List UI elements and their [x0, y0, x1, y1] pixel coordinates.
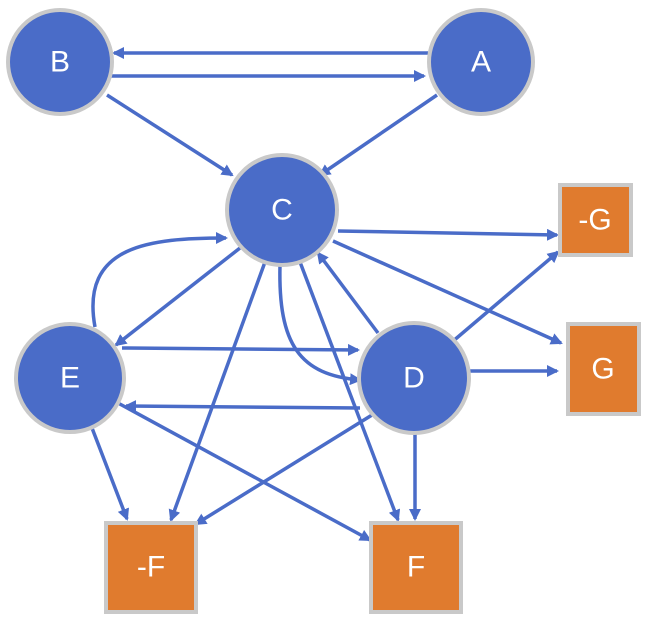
node-F: F: [369, 521, 463, 614]
node-E-label: E: [60, 362, 80, 395]
edge-C-to-F: [298, 261, 401, 522]
node-D-label: D: [403, 362, 425, 395]
edges: [90, 47, 563, 542]
node-A-label: A: [471, 46, 491, 79]
edge-D-to-C: [316, 251, 380, 335]
edge-B-to-C: [106, 93, 234, 177]
edge-E-to-F: [117, 401, 372, 542]
node-B-circle: [6, 8, 114, 116]
node-D: D: [357, 321, 471, 435]
node-negF-label: -F: [137, 551, 165, 584]
edge-C-to-negG: [337, 228, 559, 241]
edge-C-to-G: [332, 239, 563, 345]
node-negG-box: [558, 183, 633, 257]
nodes: B A C E D -G G -F: [6, 8, 641, 614]
node-A-circle: [427, 8, 535, 116]
node-G-box: [566, 322, 641, 416]
node-negG: -G: [558, 183, 633, 257]
edge-C-to-D: [278, 264, 362, 386]
node-B: B: [6, 8, 114, 116]
node-D-circle: [357, 321, 471, 435]
node-A: A: [427, 8, 535, 116]
edge-C-to-negF: [168, 261, 267, 522]
node-C-label: C: [271, 194, 293, 227]
node-E-circle: [14, 322, 126, 434]
node-negF: -F: [104, 521, 198, 614]
edge-D-to-negG: [450, 250, 560, 344]
edge-E-to-C: [91, 232, 228, 328]
node-F-box: [369, 521, 463, 614]
node-C-circle: [225, 153, 339, 267]
node-negF-box: [104, 521, 198, 614]
node-G: G: [566, 322, 641, 416]
node-B-label: B: [50, 46, 70, 79]
node-C: C: [225, 153, 339, 267]
edge-D-to-E: [124, 400, 361, 413]
edge-E-to-negF: [90, 427, 130, 521]
edge-E-to-D: [121, 343, 360, 356]
edge-D-to-negF: [194, 413, 373, 526]
node-G-label: G: [591, 353, 614, 386]
node-negG-label: -G: [578, 204, 611, 237]
edge-C-to-E: [114, 246, 242, 347]
node-F-label: F: [407, 551, 425, 584]
edge-A-to-C: [318, 93, 438, 177]
node-E: E: [14, 322, 126, 434]
